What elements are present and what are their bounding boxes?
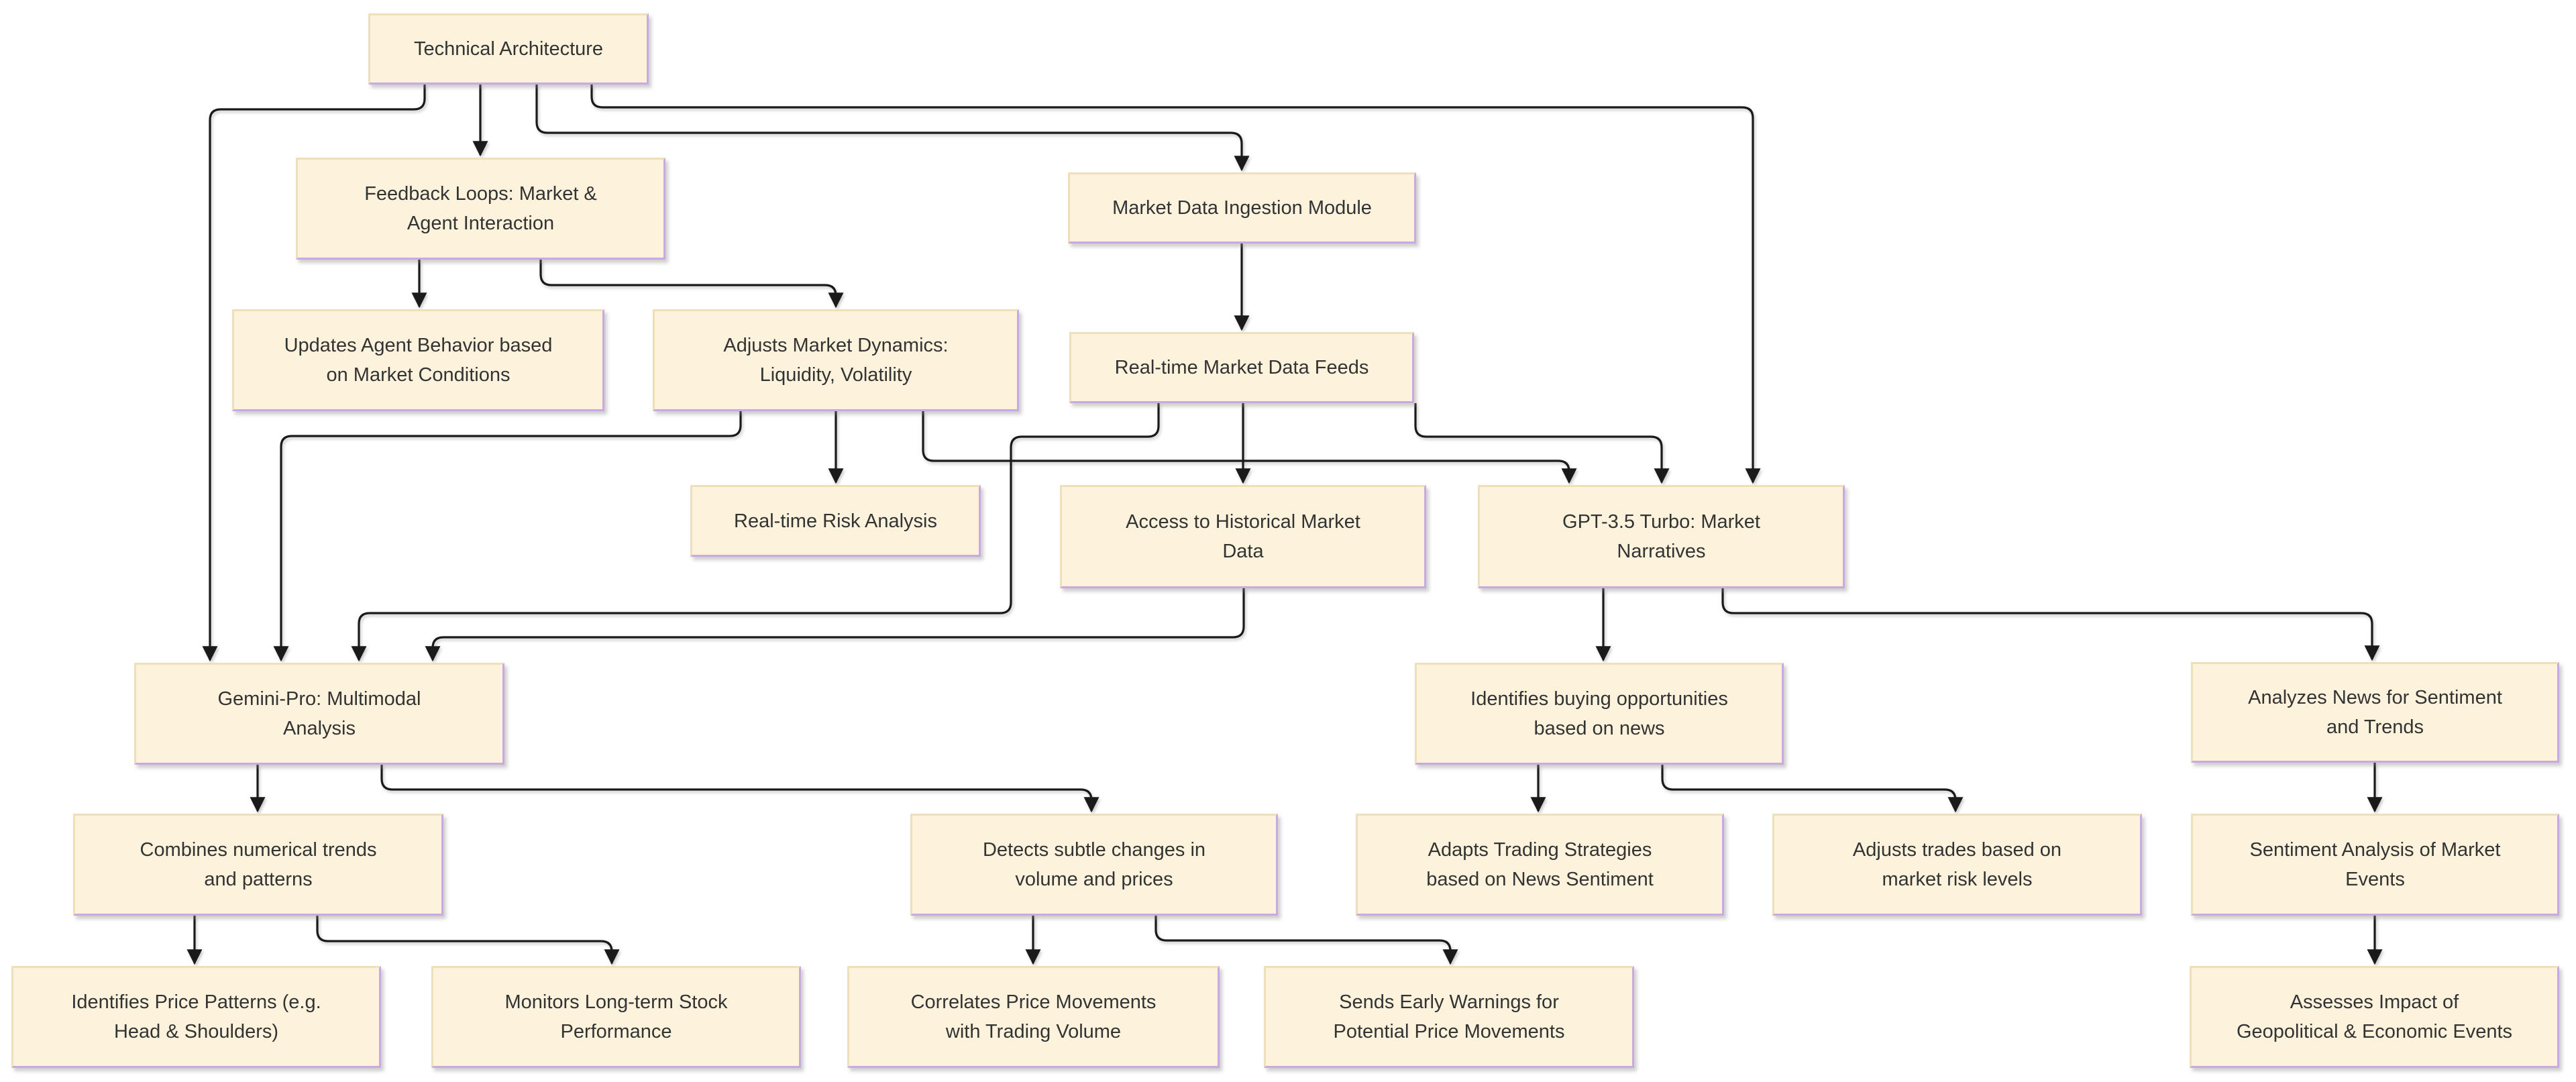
node-label-feedback-loops: Feedback Loops: Market & Agent Interacti…	[364, 183, 597, 234]
node-label-updates-agent-behavior: Updates Agent Behavior based on Market C…	[284, 335, 553, 386]
node-identifies-buying-opportunities: Identifies buying opportunities based on…	[1415, 663, 1784, 765]
edge-detects-changes-to-sends-warnings	[1155, 916, 1458, 965]
node-identifies-price-patterns: Identifies Price Patterns (e.g. Head & S…	[11, 966, 381, 1068]
node-label-access-historical-data: Access to Historical Market Data	[1126, 511, 1360, 562]
edge-realtime-market-data-feeds-to-gemini-pro	[351, 403, 1160, 662]
edge-gpt-35-turbo-to-analyzes-news	[1721, 588, 2380, 661]
node-realtime-risk-analysis: Real-time Risk Analysis	[690, 485, 981, 557]
node-label-realtime-risk-analysis: Real-time Risk Analysis	[734, 510, 937, 532]
node-label-analyzes-news: Analyzes News for Sentiment and Trends	[2248, 687, 2502, 738]
node-gemini-pro: Gemini-Pro: Multimodal Analysis	[134, 663, 504, 765]
node-adjusts-trades: Adjusts trades based on market risk leve…	[1772, 814, 2142, 916]
edge-gemini-pro-to-detects-changes	[380, 765, 1099, 813]
node-label-combines-trends: Combines numerical trends and patterns	[140, 839, 377, 890]
node-label-correlates-price-volume: Correlates Price Movements with Trading …	[910, 991, 1157, 1042]
node-sentiment-analysis: Sentiment Analysis of Market Events	[2191, 814, 2559, 916]
node-label-gpt-35-turbo: GPT-3.5 Turbo: Market Narratives	[1562, 511, 1760, 562]
edge-technical-architecture-to-market-data-ingestion	[535, 85, 1250, 172]
node-label-identifies-price-patterns: Identifies Price Patterns (e.g. Head & S…	[71, 991, 321, 1042]
node-adjusts-market-dynamics: Adjusts Market Dynamics: Liquidity, Vola…	[653, 309, 1019, 411]
node-label-adapts-strategies: Adapts Trading Strategies based on News …	[1426, 839, 1654, 890]
node-adapts-strategies: Adapts Trading Strategies based on News …	[1356, 814, 1724, 916]
edge-identifies-buying-opportunities-to-adjusts-trades	[1661, 765, 1964, 813]
node-label-assesses-impact: Assesses Impact of Geopolitical & Econom…	[2236, 991, 2513, 1042]
node-market-data-ingestion: Market Data Ingestion Module	[1068, 172, 1416, 244]
node-combines-trends: Combines numerical trends and patterns	[73, 814, 443, 916]
node-label-identifies-buying-opportunities: Identifies buying opportunities based on…	[1470, 688, 1728, 739]
node-label-monitors-stock: Monitors Long-term Stock Performance	[504, 991, 728, 1042]
edge-access-historical-data-to-gemini-pro	[425, 588, 1245, 662]
node-label-gemini-pro: Gemini-Pro: Multimodal Analysis	[217, 688, 421, 739]
node-label-sentiment-analysis: Sentiment Analysis of Market Events	[2249, 839, 2501, 890]
edge-adjusts-market-dynamics-to-gemini-pro	[273, 411, 742, 662]
node-label-sends-warnings: Sends Early Warnings for Potential Price…	[1333, 991, 1565, 1042]
node-updates-agent-behavior: Updates Agent Behavior based on Market C…	[232, 309, 604, 411]
node-access-historical-data: Access to Historical Market Data	[1060, 485, 1426, 588]
node-label-market-data-ingestion: Market Data Ingestion Module	[1112, 197, 1372, 219]
node-label-adjusts-market-dynamics: Adjusts Market Dynamics: Liquidity, Vola…	[723, 335, 949, 386]
node-analyzes-news: Analyzes News for Sentiment and Trends	[2191, 662, 2559, 763]
edge-technical-architecture-to-gemini-pro	[202, 85, 426, 662]
node-monitors-stock: Monitors Long-term Stock Performance	[431, 966, 801, 1068]
node-label-adjusts-trades: Adjusts trades based on market risk leve…	[1852, 839, 2062, 890]
node-label-realtime-market-data-feeds: Real-time Market Data Feeds	[1114, 357, 1369, 378]
node-sends-warnings: Sends Early Warnings for Potential Price…	[1264, 966, 1634, 1068]
node-label-technical-architecture: Technical Architecture	[413, 38, 604, 60]
node-realtime-market-data-feeds: Real-time Market Data Feeds	[1069, 332, 1414, 403]
node-correlates-price-volume: Correlates Price Movements with Trading …	[847, 966, 1220, 1068]
node-detects-changes: Detects subtle changes in volume and pri…	[910, 814, 1278, 916]
node-assesses-impact: Assesses Impact of Geopolitical & Econom…	[2190, 966, 2559, 1068]
edge-realtime-market-data-feeds-to-gpt-35-turbo	[1414, 403, 1670, 484]
node-feedback-loops: Feedback Loops: Market & Agent Interacti…	[296, 158, 665, 260]
node-technical-architecture: Technical Architecture	[368, 13, 649, 85]
node-label-detects-changes: Detects subtle changes in volume and pri…	[982, 839, 1206, 890]
node-gpt-35-turbo: GPT-3.5 Turbo: Market Narratives	[1478, 485, 1845, 588]
edge-feedback-loops-to-adjusts-market-dynamics	[539, 260, 844, 309]
edge-technical-architecture-to-gpt-35-turbo	[590, 85, 1761, 484]
edge-adjusts-market-dynamics-to-gpt-35-turbo	[922, 411, 1577, 484]
edge-combines-trends-to-monitors-stock	[316, 916, 620, 965]
